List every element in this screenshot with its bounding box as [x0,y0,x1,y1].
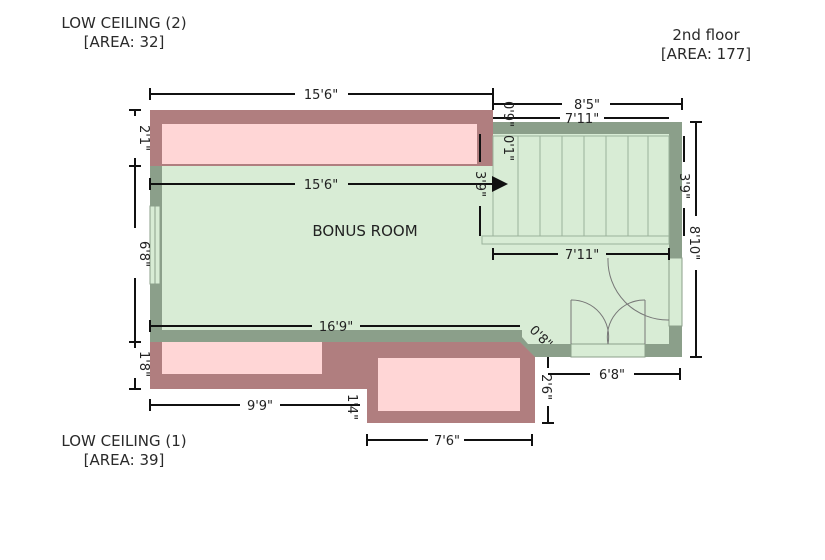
dim-bottom-width: 16'9" [319,320,353,335]
low-ceiling-2-title: LOW CEILING (2) [61,14,187,32]
low-ceiling-1-area: [AREA: 39] [83,451,165,469]
dim-left-bottom: 1'8" [136,351,151,377]
low-ceiling-2-area: [AREA: 32] [83,33,165,51]
low-ceiling-2-area-fill [162,124,477,164]
dimension-lines [129,88,702,446]
low-ceiling-1-fill-left [162,342,322,374]
low-ceiling-2-label: LOW CEILING (2) [AREA: 32] [58,14,190,52]
floor-area: [AREA: 177] [660,45,752,63]
dim-stair-outer-width: 8'5" [574,98,600,113]
dim-top-width: 15'6" [304,88,338,103]
dim-left-mid: 6'8" [136,241,151,267]
dim-stair-depth-right: 3'9" [676,173,691,199]
dim-stair-lower-width: 7'11" [565,248,599,263]
dim-right-height: 8'10" [686,226,701,260]
bottom-wall-strip [162,330,522,342]
double-door [570,257,670,358]
dim-left-top: 2'1" [136,125,151,151]
dim-right-bottom-width: 6'8" [599,368,625,383]
dim-stair-depth-left: 3'9" [472,171,487,197]
dim-step-down: 2'6" [538,374,553,400]
floor-title: 2nd floor [672,26,740,44]
dim-stair-gap-a: 0'9" [500,101,515,127]
dim-inner-top-width: 15'6" [304,178,338,193]
dim-low1-right-width: 7'6" [434,434,460,449]
dim-low1-step: 1'4" [344,394,359,420]
floor-label: 2nd floor [AREA: 177] [650,26,762,64]
room-name: BONUS ROOM [312,222,417,240]
low-ceiling-1-label: LOW CEILING (1) [AREA: 39] [58,432,190,470]
low-ceiling-1-title: LOW CEILING (1) [61,432,187,450]
right-window [668,257,683,327]
dim-stair-gap-b: 0'1" [500,135,515,161]
dim-low1-left-width: 9'9" [247,399,273,414]
staircase [481,135,670,245]
low-ceiling-1-fill-right [378,358,520,411]
dim-stair-inner-width: 7'11" [565,112,599,127]
